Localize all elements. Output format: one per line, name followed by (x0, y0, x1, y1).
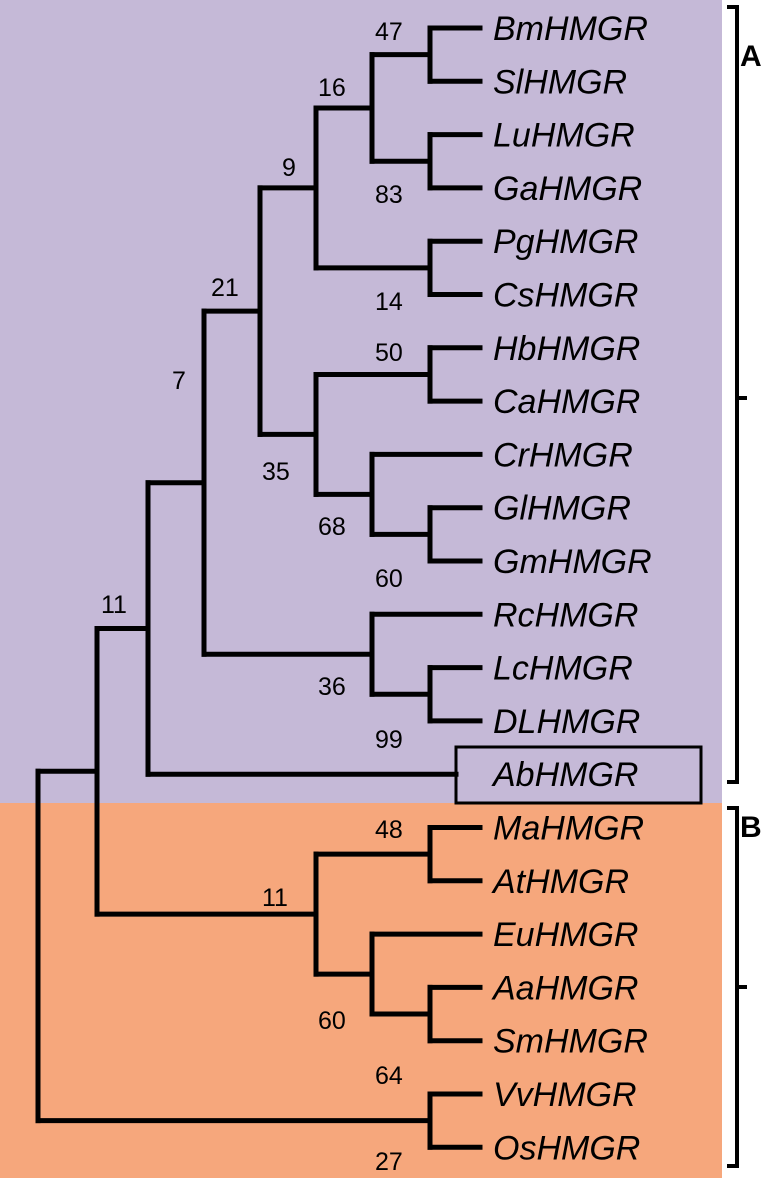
clade-b-label: B (740, 811, 762, 844)
taxon-label-smhmgr: SmHMGR (493, 1023, 648, 1061)
taxon-label-aahmgr: AaHMGR (491, 969, 638, 1007)
taxon-label-vvhmgr: VvHMGR (493, 1076, 637, 1114)
clade-a-bracket (727, 5, 747, 784)
bootstrap-value: 60 (375, 565, 403, 593)
clade-a-background (0, 0, 722, 803)
taxon-label-oshmgr: OsHMGR (493, 1129, 640, 1167)
taxon-label-pghmgr: PgHMGR (493, 223, 638, 261)
clade-b-bracket (727, 806, 747, 1168)
taxon-label-gmhmgr: GmHMGR (493, 543, 652, 581)
bootstrap-value: 68 (318, 513, 346, 541)
bootstrap-value: 16 (318, 74, 346, 102)
bootstrap-value: 9 (282, 154, 296, 182)
taxon-label-rchmgr: RcHMGR (493, 596, 638, 634)
taxon-label-bmhmgr: BmHMGR (493, 10, 648, 48)
taxon-label-crhmgr: CrHMGR (493, 436, 633, 474)
taxon-label-lchmgr: LcHMGR (493, 650, 633, 688)
bootstrap-value: 27 (375, 1148, 403, 1176)
bootstrap-value: 48 (375, 816, 403, 844)
bootstrap-value: 14 (375, 288, 403, 316)
bootstrap-value: 35 (262, 458, 290, 486)
clade-a-label: A (740, 40, 762, 73)
highlight-box (454, 745, 703, 805)
bootstrap-values: 47 16 83 9 14 21 50 35 68 60 7 36 99 11 48 11 60 64 27 (101, 18, 403, 1176)
bootstrap-value: 99 (375, 726, 403, 754)
taxon-label-dlhmgr: DLHMGR (493, 703, 640, 741)
bootstrap-value: 64 (375, 1062, 403, 1090)
bootstrap-value: 11 (262, 884, 288, 912)
taxon-label-hbhmgr: HbHMGR (493, 330, 640, 368)
taxon-labels: BmHMGR SlHMGR LuHMGR GaHMGR PgHMGR CsHMGR HbHM… (491, 10, 652, 1167)
taxon-label-cshmgr: CsHMGR (493, 277, 638, 315)
bootstrap-value: 7 (172, 367, 186, 395)
taxon-label-slhmgr: SlHMGR (493, 63, 627, 101)
bootstrap-value: 47 (375, 18, 403, 46)
bootstrap-value: 21 (211, 274, 239, 302)
bootstrap-value: 11 (101, 591, 127, 619)
bootstrap-value: 83 (375, 181, 403, 209)
bootstrap-value: 60 (318, 1007, 346, 1035)
clade-b-background (0, 803, 722, 1178)
taxon-label-luhmgr: LuHMGR (493, 117, 635, 155)
taxon-label-athmgr: AtHMGR (491, 863, 629, 901)
taxon-label-mahmgr: MaHMGR (493, 810, 644, 848)
taxon-label-glhmgr: GlHMGR (493, 490, 631, 528)
taxon-label-euhmgr: EuHMGR (493, 916, 638, 954)
taxon-label-gahmgr: GaHMGR (493, 170, 642, 208)
taxon-label-abhmgr: AbHMGR (491, 756, 638, 794)
bootstrap-value: 50 (375, 339, 403, 367)
bootstrap-value: 36 (318, 673, 346, 701)
tree-branches (35, 25, 483, 1150)
taxon-label-cahmgr: CaHMGR (493, 383, 640, 421)
